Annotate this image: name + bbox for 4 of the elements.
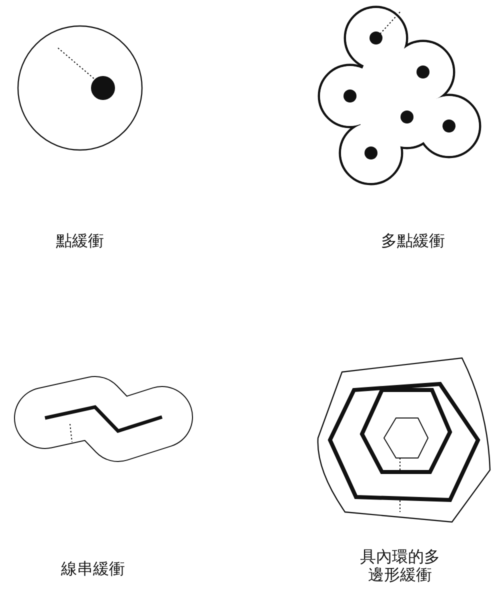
caption-text: 點緩衝	[55, 232, 105, 250]
caption-text: 多點緩衝	[380, 232, 446, 250]
caption-text: 線串緩衝	[60, 560, 126, 578]
caption-text: 具內環的多邊形緩衝	[359, 548, 441, 584]
